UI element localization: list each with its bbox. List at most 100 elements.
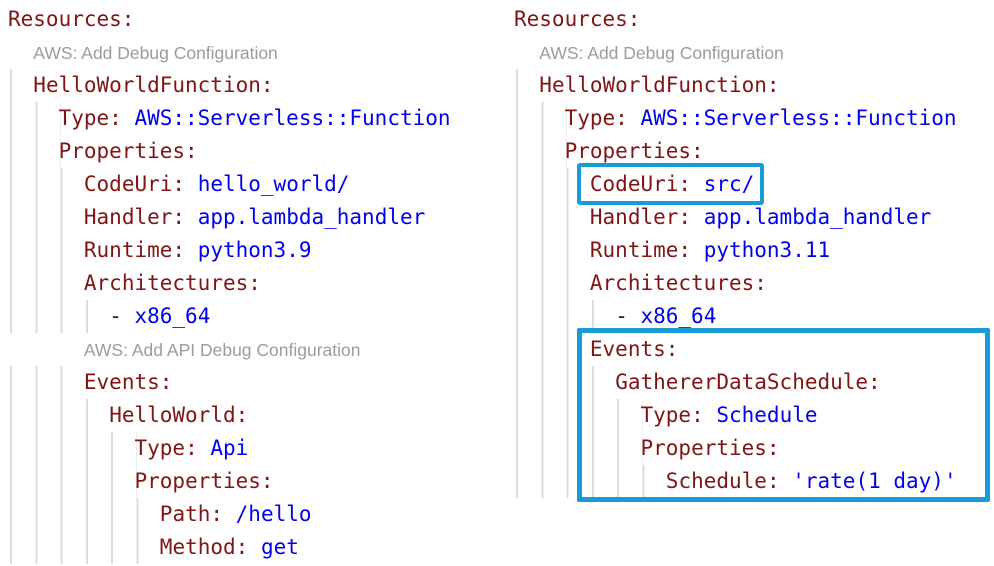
codelens-link[interactable]: AWS: Add Debug Configuration	[8, 36, 502, 69]
code-line[interactable]: Runtime: python3.11	[514, 234, 990, 267]
yaml-key: CodeUri:	[84, 172, 185, 196]
code-line[interactable]: Type: Schedule	[514, 399, 990, 432]
yaml-entry: Handler: app.lambda_handler	[514, 201, 931, 234]
yaml-entry: CodeUri: src/	[514, 168, 754, 201]
list-dash: -	[615, 304, 640, 328]
code-line[interactable]: Properties:	[8, 465, 502, 498]
yaml-entry: Architectures:	[8, 267, 261, 300]
yaml-key: HelloWorldFunction:	[33, 73, 273, 97]
code-line[interactable]: Handler: app.lambda_handler	[8, 201, 502, 234]
yaml-key: Runtime:	[590, 238, 691, 262]
yaml-value: Api	[210, 436, 248, 460]
yaml-entry: HelloWorldFunction:	[514, 69, 780, 102]
yaml-entry: Properties:	[8, 135, 198, 168]
code-line[interactable]: HelloWorld:	[8, 399, 502, 432]
yaml-value: x86_64	[134, 304, 210, 328]
yaml-key: Handler:	[84, 205, 185, 229]
code-line[interactable]: Type:AWS::Serverless::Function	[8, 102, 502, 135]
code-line[interactable]: Path: /hello	[8, 498, 502, 531]
code-line[interactable]: Resources:	[514, 3, 990, 36]
code-line[interactable]: Resources:	[8, 3, 502, 36]
code-line[interactable]: CodeUri: src/	[514, 168, 990, 201]
code-line[interactable]: Properties:	[514, 135, 990, 168]
yaml-key: Type:	[59, 106, 122, 130]
codelens-link[interactable]: AWS: Add Debug Configuration	[514, 36, 990, 69]
yaml-key: Schedule:	[666, 469, 780, 493]
yaml-key: CodeUri:	[590, 172, 691, 196]
yaml-key: Events:	[590, 337, 679, 361]
yaml-key: Path:	[160, 502, 223, 526]
yaml-key: Architectures:	[84, 271, 261, 295]
yaml-entry: Events:	[8, 366, 172, 399]
code-line[interactable]: - x86_64	[8, 300, 502, 333]
yaml-value: AWS::Serverless::Function	[640, 106, 956, 130]
yaml-entry: Handler: app.lambda_handler	[8, 201, 425, 234]
yaml-key: Handler:	[590, 205, 691, 229]
yaml-entry: Type: Schedule	[514, 399, 818, 432]
code-line[interactable]: - x86_64	[514, 300, 990, 333]
yaml-value: /hello	[236, 502, 312, 526]
yaml-value: src/	[704, 172, 755, 196]
code-line[interactable]: Architectures:	[8, 267, 502, 300]
code-line[interactable]: HelloWorldFunction:	[8, 69, 502, 102]
yaml-entry: Type:AWS::Serverless::Function	[8, 102, 451, 135]
yaml-key: HelloWorldFunction:	[539, 73, 779, 97]
yaml-entry: Properties:	[514, 432, 780, 465]
yaml-entry: Resources:	[514, 3, 640, 36]
yaml-entry: Method:get	[8, 531, 299, 564]
code-line[interactable]: Type: AWS::Serverless::Function	[514, 102, 990, 135]
yaml-key: Properties:	[565, 139, 704, 163]
yaml-key: GathererDataSchedule:	[615, 370, 881, 394]
code-line[interactable]: Handler: app.lambda_handler	[514, 201, 990, 234]
code-line[interactable]: Runtime:python3.9	[8, 234, 502, 267]
yaml-entry: - x86_64	[8, 300, 210, 333]
codelens-label: AWS: Add Debug Configuration	[514, 37, 784, 70]
code-line[interactable]: Architectures:	[514, 267, 990, 300]
yaml-entry: HelloWorldFunction:	[8, 69, 274, 102]
yaml-value: app.lambda_handler	[704, 205, 932, 229]
code-line[interactable]: Method:get	[8, 531, 502, 564]
codelens-label: AWS: Add Debug Configuration	[8, 37, 278, 70]
yaml-entry: Runtime: python3.11	[514, 234, 830, 267]
yaml-value: python3.11	[704, 238, 830, 262]
code-line[interactable]: GathererDataSchedule:	[514, 366, 990, 399]
yaml-value: python3.9	[198, 238, 312, 262]
codelens-link[interactable]: AWS: Add API Debug Configuration	[8, 333, 502, 366]
template-before-panel[interactable]: Resources: AWS: Add Debug ConfigurationHe…	[8, 3, 502, 564]
yaml-value: 'rate(1 day)'	[792, 469, 956, 493]
code-line[interactable]: Type: Api	[8, 432, 502, 465]
yaml-value: get	[261, 535, 299, 559]
yaml-key: Type:	[135, 436, 198, 460]
code-line[interactable]: HelloWorldFunction:	[514, 69, 990, 102]
code-line[interactable]: CodeUri: hello_world/	[8, 168, 502, 201]
yaml-entry: Properties:	[8, 465, 274, 498]
code-line[interactable]: Properties:	[8, 135, 502, 168]
yaml-entry: Events:	[514, 333, 678, 366]
code-line[interactable]: Properties:	[514, 432, 990, 465]
code-line[interactable]: Schedule: 'rate(1 day)'	[514, 465, 990, 498]
yaml-key: Properties:	[641, 436, 780, 460]
codelens-label: AWS: Add API Debug Configuration	[8, 334, 361, 367]
yaml-entry: Runtime:python3.9	[8, 234, 311, 267]
yaml-entry: Schedule: 'rate(1 day)'	[514, 465, 957, 498]
yaml-value: Schedule	[716, 403, 817, 427]
yaml-value: app.lambda_handler	[198, 205, 426, 229]
yaml-entry: - x86_64	[514, 300, 716, 333]
yaml-key: Type:	[565, 106, 628, 130]
code-line[interactable]: Events:	[8, 366, 502, 399]
yaml-entry: Path: /hello	[8, 498, 312, 531]
yaml-entry: Architectures:	[514, 267, 767, 300]
yaml-key: Type:	[641, 403, 704, 427]
yaml-entry: CodeUri: hello_world/	[8, 168, 349, 201]
yaml-key: Architectures:	[590, 271, 767, 295]
yaml-entry: Resources:	[8, 3, 134, 36]
yaml-key: Properties:	[59, 139, 198, 163]
template-after-panel[interactable]: Resources:AWS: Add Debug ConfigurationHe…	[514, 3, 990, 498]
yaml-key: Resources:	[8, 7, 134, 31]
yaml-entry: Type: AWS::Serverless::Function	[514, 102, 957, 135]
yaml-entry: Properties:	[514, 135, 704, 168]
yaml-value: hello_world/	[198, 172, 350, 196]
code-line[interactable]: Events:	[514, 333, 990, 366]
yaml-key: HelloWorld:	[109, 403, 248, 427]
